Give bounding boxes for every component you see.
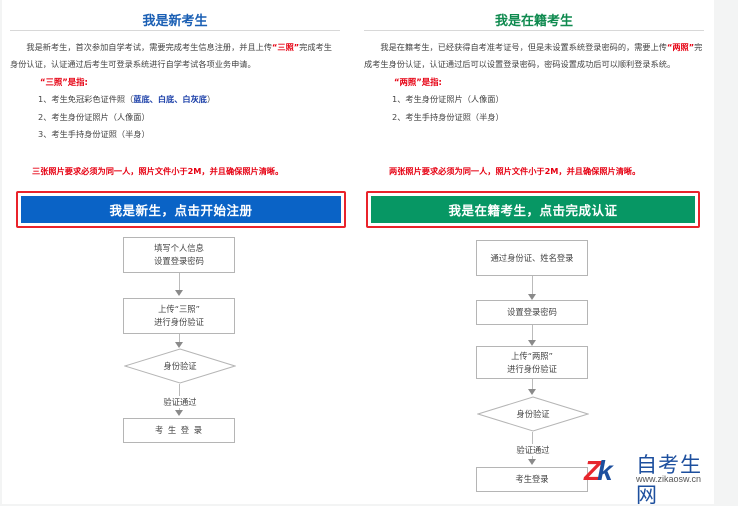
zikaosw-logo: Zk 自考生网 www.zikaosw.cn <box>580 447 720 506</box>
photo-item: 1、考生免冠彩色证件照（蓝底、白底、白灰底） <box>38 94 216 104</box>
three-photos-highlight: “三照” <box>272 42 300 52</box>
right-gutter <box>716 0 738 506</box>
flow-step-student-login: 考 生 登 录 <box>123 418 235 443</box>
background-colors: 蓝底、白底、白灰底 <box>133 94 207 104</box>
flow-connector <box>532 325 533 341</box>
two-photos-list: 1、考生身份证照片（人像面） 2、考生手持身份证照（半身） <box>364 91 704 126</box>
three-photos-heading: “三照”是指: <box>40 77 88 87</box>
new-student-section: 我是新考生 我是新考生，首次参加自学考试，需要完成考生信息注册，并且上传“三照”… <box>10 0 340 144</box>
arrow-down-icon <box>528 340 536 346</box>
arrow-down-icon <box>175 342 183 348</box>
existing-student-intro: 我是在籍考生，已经获得自考准考证号，但是未设置系统登录密码的，需要上传“两照”完… <box>364 42 703 69</box>
existing-student-section: 我是在籍考生 我是在籍考生，已经获得自考准考证号，但是未设置系统登录密码的，需要… <box>364 0 704 126</box>
flow-step-student-login: 考生登录 <box>476 467 588 492</box>
flow-decision-label: 身份验证 <box>516 409 550 419</box>
new-student-register-button[interactable]: 我是新生，点击开始注册 <box>21 196 341 223</box>
site-name: 自考生网 <box>636 453 702 506</box>
existing-student-cta-frame: 我是在籍考生，点击完成认证 <box>366 191 700 228</box>
flow-connector <box>532 379 533 391</box>
arrow-down-icon <box>528 459 536 465</box>
zk-logo-icon: Zk <box>584 455 613 486</box>
arrow-down-icon <box>175 410 183 416</box>
arrow-down-icon <box>528 389 536 395</box>
flow-decision-label: 身份验证 <box>163 361 197 371</box>
flow-connector <box>179 334 180 346</box>
photo-item: 2、考生身份证照片（人像面） <box>38 111 150 122</box>
page-content: 我是新考生 我是新考生，首次参加自学考试，需要完成考生信息注册，并且上传“三照”… <box>2 0 714 506</box>
arrow-down-icon <box>528 294 536 300</box>
site-url: www.zikaosw.cn <box>636 474 702 484</box>
flow-connector <box>532 276 533 296</box>
new-student-intro: 我是新考生，首次参加自学考试，需要完成考生信息注册，并且上传“三照”完成考生身份… <box>10 42 332 69</box>
flow-step-upload-photos: 上传“三照”进行身份验证 <box>123 298 235 334</box>
three-photos-list: 1、考生免冠彩色证件照（蓝底、白底、白灰底） 2、考生身份证照片（人像面） 3、… <box>10 91 340 144</box>
new-student-warning: 三张照片要求必须为同一人，照片文件小于2M，并且确保照片清晰。 <box>32 166 284 176</box>
decision-diamond-icon <box>124 348 236 384</box>
new-student-title: 我是新考生 <box>10 0 340 31</box>
two-photos-highlight: “两照” <box>666 42 695 52</box>
two-photos-heading: “两照”是指: <box>394 77 442 87</box>
arrow-down-icon <box>175 290 183 296</box>
decision-diamond-icon <box>477 396 589 432</box>
existing-student-verify-button[interactable]: 我是在籍考生，点击完成认证 <box>371 196 695 223</box>
flow-pass-label: 验证通过 <box>505 444 561 456</box>
photo-item: 3、考生手持身份证照（半身） <box>38 129 150 139</box>
flow-step-fill-info: 填写个人信息设置登录密码 <box>123 237 235 273</box>
existing-student-warning: 两张照片要求必须为同一人，照片文件小于2M，并且确保照片清晰。 <box>389 166 641 176</box>
flow-step-set-password: 设置登录密码 <box>476 300 588 325</box>
flow-pass-label: 验证通过 <box>152 396 208 408</box>
photo-item: 2、考生手持身份证照（半身） <box>392 111 504 122</box>
flow-connector <box>179 273 180 292</box>
photo-item: 1、考生身份证照片（人像面） <box>392 94 504 104</box>
new-student-cta-frame: 我是新生，点击开始注册 <box>16 191 346 228</box>
flow-step-id-login: 通过身份证、姓名登录 <box>476 240 588 276</box>
existing-student-title: 我是在籍考生 <box>364 0 704 31</box>
flow-step-upload-photos: 上传“两照”进行身份验证 <box>476 346 588 379</box>
